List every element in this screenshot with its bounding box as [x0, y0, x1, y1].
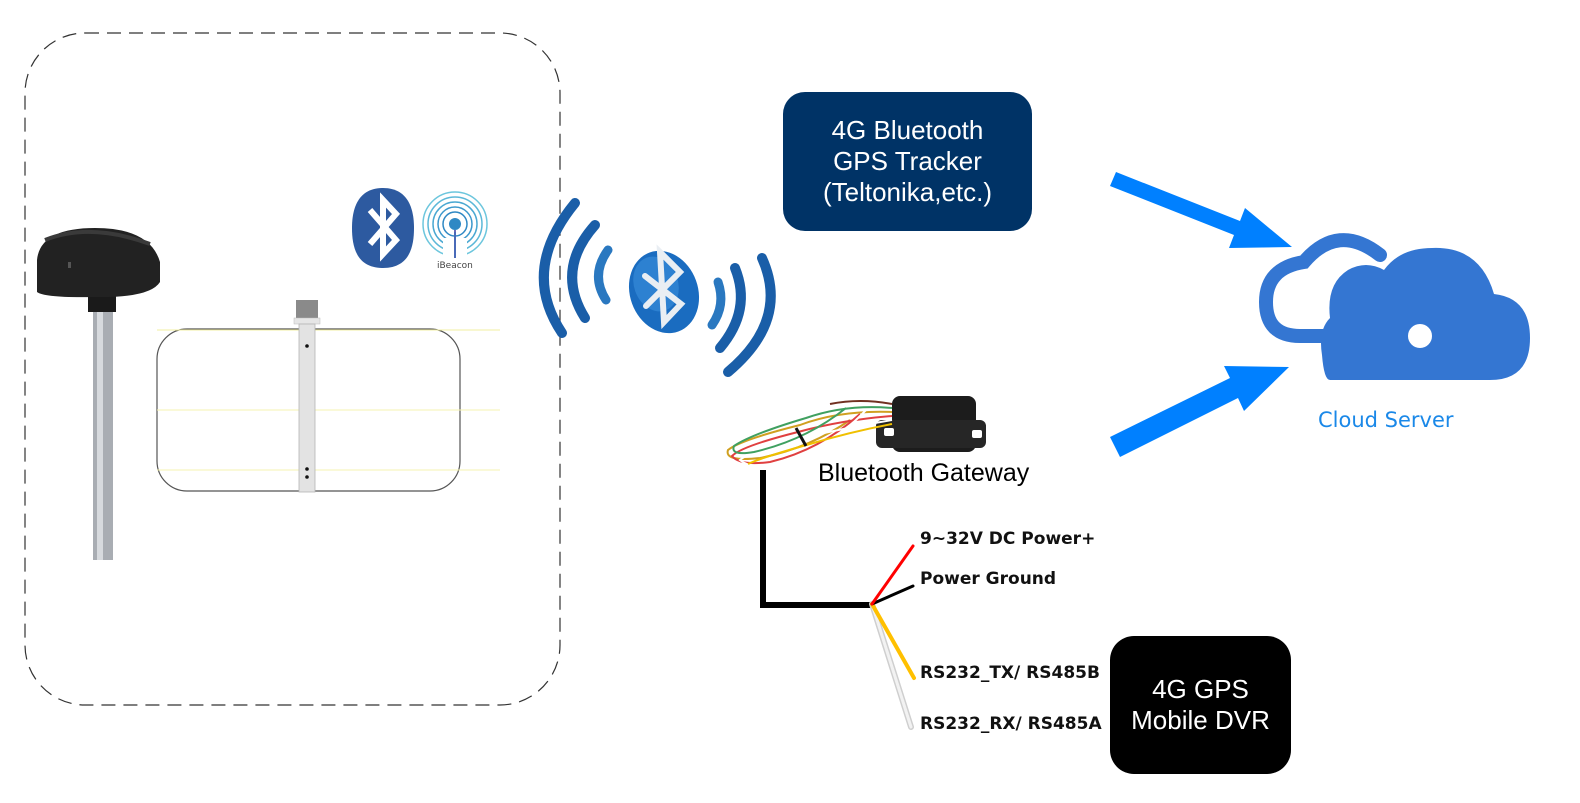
dvr-label-line-1: 4G GPS — [1152, 674, 1249, 704]
cloud-server-icon — [1258, 233, 1530, 380]
cloud-server-label: Cloud Server — [1318, 408, 1454, 432]
upload-arrow-top — [1110, 172, 1292, 248]
tracker-label-line-1: 4G Bluetooth — [831, 115, 984, 145]
mobile-dvr-node: 4G GPS Mobile DVR — [1110, 636, 1291, 774]
ibeacon-caption: iBeacon — [437, 261, 473, 271]
gateway-cable — [760, 470, 872, 608]
wire-label-ground: Power Ground — [920, 569, 1057, 589]
gps-tracker-node: 4G Bluetooth GPS Tracker (Teltonika,etc.… — [783, 92, 1032, 231]
wire-label-tx: RS232_TX/ RS485B — [920, 663, 1100, 683]
wire-label-rx: RS232_RX/ RS485A — [920, 714, 1102, 734]
upload-arrow-bottom — [1110, 366, 1289, 457]
vehicle-boundary — [24, 32, 561, 706]
tracker-label-line-2: GPS Tracker — [833, 146, 982, 176]
bluetooth-wireless-icon — [538, 198, 776, 377]
bluetooth-logo-icon — [352, 188, 414, 268]
wire-fanout — [869, 544, 916, 730]
fuel-tank-with-sensor-icon — [156, 300, 500, 493]
gps-antenna-icon — [37, 228, 160, 560]
wire-label-power: 9~32V DC Power+ — [920, 529, 1096, 549]
dvr-label-line-2: Mobile DVR — [1131, 705, 1270, 735]
ibeacon-logo-icon — [422, 191, 488, 258]
tracker-label-line-3: (Teltonika,etc.) — [822, 177, 993, 207]
bluetooth-gateway-icon — [726, 396, 986, 468]
gateway-label: Bluetooth Gateway — [818, 459, 1030, 487]
